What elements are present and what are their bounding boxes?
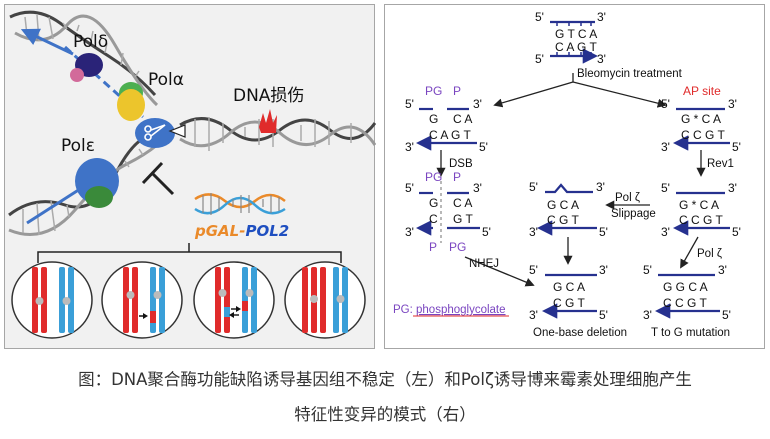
broken-3prime: 3' — [473, 181, 482, 195]
caption-line-2: 特征性变异的模式（右） — [294, 405, 476, 424]
deletion-label: One-base deletion — [533, 327, 627, 339]
del-3prime: 3' — [599, 263, 608, 277]
broken-g: G — [429, 196, 438, 210]
del-row2: C G T — [553, 296, 585, 310]
right-panel: 5' 3' G T C A C A G T 5' 3' Bleomycin tr… — [384, 4, 765, 349]
pol-epsilon-subunit-shape — [85, 186, 113, 208]
plasmid-pgal-label: pGAL-POL2 — [194, 222, 289, 240]
pol-alpha-shape — [117, 89, 145, 121]
slip-b3: 3' — [529, 225, 538, 239]
mut-row2: C C G T — [663, 296, 707, 310]
del-row1: G C A — [553, 280, 585, 294]
broken-b3: 3' — [405, 225, 414, 239]
broken-b5: 5' — [482, 225, 491, 239]
rev1-3prime: 3' — [728, 181, 737, 195]
pgal-pol2-plasmid — [194, 193, 286, 215]
dsb-cagt: C A G T — [429, 128, 471, 142]
damage-lesion-icon — [259, 109, 277, 133]
cell-aneuploid — [284, 261, 366, 339]
ap-b5: 5' — [732, 140, 741, 154]
broken-gt: G T — [453, 212, 473, 226]
cell-exchange — [193, 261, 275, 339]
mut-3prime: 3' — [718, 263, 727, 277]
slip-5prime: 5' — [529, 180, 538, 194]
top-b5: 5' — [535, 52, 544, 66]
ap-row2: C C G T — [681, 128, 725, 142]
wedge-shape — [168, 124, 186, 138]
top-b3: 3' — [597, 52, 606, 66]
caption-line-1: 图：DNA聚合酶功能缺陷诱导基因组不稳定（左）和Polζ诱导博来霉素处理细胞产生 — [78, 370, 692, 389]
mut-row1: G G C A — [663, 280, 708, 294]
dsb-5prime: 5' — [405, 97, 414, 111]
base-ticks — [556, 22, 592, 56]
pg-legend: PG: phosphoglycolate — [393, 304, 506, 316]
top-5prime: 5' — [535, 10, 544, 24]
del-5prime: 5' — [529, 263, 538, 277]
nhej-label: NHEJ — [469, 258, 499, 270]
pol-delta-label: Polδ — [73, 32, 108, 52]
top-3prime: 3' — [597, 10, 606, 24]
slip-b5: 5' — [599, 225, 608, 239]
broken-p-top: P — [453, 170, 461, 184]
dsb-b3: 3' — [405, 140, 414, 154]
rev1-label: Rev1 — [707, 158, 734, 170]
slip-row1: G C A — [547, 198, 579, 212]
dna-damage-label: DNA损伤 — [233, 86, 304, 106]
primase-shape — [70, 68, 84, 82]
slippage-label: Slippage — [611, 208, 656, 220]
dsb-p-label: P — [453, 84, 461, 98]
mutation-label: T to G mutation — [651, 327, 730, 339]
dsb-3prime: 3' — [473, 97, 482, 111]
broken-pg-top: PG — [425, 170, 442, 184]
dsb-step-label: DSB — [449, 158, 473, 170]
cell-translocation — [101, 261, 183, 339]
bracket-connector — [37, 243, 342, 263]
pol-epsilon-label: Polε — [61, 136, 95, 156]
del-b5: 5' — [599, 308, 608, 322]
mut-b5: 5' — [722, 308, 731, 322]
ap-site-label: AP site — [683, 84, 721, 98]
broken-p-bottom: P — [429, 240, 437, 254]
broken-ca: C A — [453, 196, 472, 210]
rev1-b3: 3' — [661, 225, 670, 239]
top-row1: G T C A — [555, 27, 597, 41]
left-panel: Polδ Polα Polε DNA损伤 pGAL-POL2 — [4, 4, 376, 349]
dsb-pg-label: PG — [425, 84, 442, 98]
broken-c: C — [429, 212, 438, 226]
ap-row1: G * C A — [681, 112, 721, 126]
rev1-row1: G * C A — [679, 198, 719, 212]
parental-dna-helix — [179, 117, 376, 151]
mut-5prime: 5' — [643, 263, 652, 277]
slip-3prime: 3' — [596, 180, 605, 194]
broken-5prime: 5' — [405, 181, 414, 195]
ap-5prime: 5' — [661, 97, 670, 111]
mut-b3: 3' — [643, 308, 652, 322]
rev1-b5: 5' — [732, 225, 741, 239]
slip-row2: C G T — [547, 213, 579, 227]
broken-pg-bottom: PG — [449, 240, 466, 254]
bleomycin-pathway-diagram: 5' 3' G T C A C A G T 5' 3' Bleomycin tr… — [393, 10, 741, 339]
replication-diagram: Polδ Polα Polε DNA损伤 pGAL-POL2 — [8, 10, 376, 339]
dsb-g: G — [429, 112, 438, 126]
top-row2: C A G T — [555, 40, 597, 54]
ap-3prime: 3' — [728, 97, 737, 111]
scissors-icon — [144, 124, 166, 141]
ap-b3: 3' — [661, 140, 670, 154]
pathway-arrows — [436, 73, 706, 287]
del-b3: 3' — [529, 308, 538, 322]
pol-zeta-label: Pol ζ — [697, 248, 722, 260]
pol-alpha-label: Polα — [148, 70, 184, 90]
dsb-b5: 5' — [479, 140, 488, 154]
figure-caption: 图：DNA聚合酶功能缺陷诱导基因组不稳定（左）和Polζ诱导博来霉素处理细胞产生… — [0, 362, 770, 432]
rev1-row2: C C G T — [679, 213, 723, 227]
cell-normal — [11, 261, 93, 339]
inhibition-icon — [141, 161, 175, 196]
pol-zeta-slippage-label: Pol ζ — [615, 192, 640, 204]
rev1-5prime: 5' — [661, 181, 670, 195]
bleomycin-label: Bleomycin treatment — [577, 68, 683, 80]
dsb-ca: C A — [453, 112, 472, 126]
